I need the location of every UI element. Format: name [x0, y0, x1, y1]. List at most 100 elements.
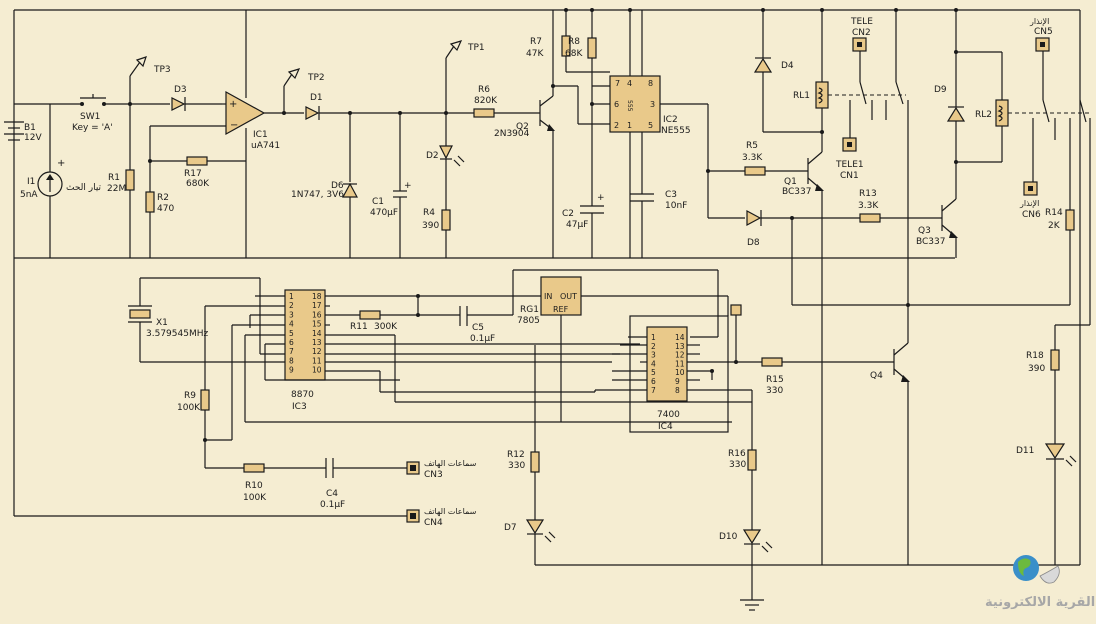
rg1-ref: RG1 [520, 305, 539, 315]
r11-value: 300K [374, 322, 398, 332]
r16-value: 330 [729, 460, 746, 470]
capacitor-c3: C3 10nF [630, 190, 687, 258]
capacitor-c2: + C2 47µF [562, 193, 605, 258]
cn5-ref: CN5 [1034, 27, 1053, 37]
rg1-value: 7805 [517, 316, 540, 326]
r17-value: 680K [186, 179, 210, 189]
q2-ref: Q2 [516, 122, 529, 132]
q1-value: BC337 [782, 187, 811, 197]
ic3-left-pin: 3 [289, 310, 294, 319]
resistor-r18: R18 390 [1026, 325, 1060, 444]
cn1-ref: CN1 [840, 171, 859, 181]
ic1-ref: IC1 [253, 130, 268, 140]
r16-ref: R16 [728, 449, 746, 459]
ic4-ref: IC4 [658, 422, 673, 432]
cn2-label: TELE [850, 17, 873, 27]
x1-ref: X1 [156, 318, 168, 328]
r12-ref: R12 [507, 450, 525, 460]
testpoint-tp1: TP1 [444, 40, 485, 115]
rg1-in-pin: IN [544, 292, 552, 301]
ic3-left-pin: 7 [289, 347, 294, 356]
r2-value: 470 [157, 204, 174, 214]
svg-text:+: + [597, 193, 605, 203]
ic3-right-pin: 17 [312, 301, 322, 310]
cn6-ref: CN6 [1022, 210, 1041, 220]
r15-value: 330 [766, 386, 783, 396]
resistor-r9: R9 100K [177, 325, 233, 468]
transistor-q2: Q2 2N3904 [494, 10, 555, 258]
q4-ref: Q4 [870, 371, 883, 381]
testpoint-tp2: TP2 [283, 68, 325, 113]
ic3-right-pin: 13 [312, 338, 322, 347]
r10-value: 100K [243, 493, 267, 503]
cn3-ref: CN3 [424, 470, 443, 480]
ic3-right-pin: 11 [312, 356, 322, 365]
connector-cn5: الإنذار CN5 [1029, 17, 1053, 60]
svg-text:+: + [229, 99, 237, 110]
ic3-left-pin: 8 [289, 356, 294, 365]
connector-cn4: سماعات الهاتف CN4 [406, 507, 477, 528]
resistor-r16: R16 330 [728, 402, 757, 530]
q3-ref: Q3 [918, 226, 931, 236]
diode-d9: D9 [934, 8, 1002, 164]
cn2-ref: CN2 [852, 28, 871, 38]
c1-ref: C1 [372, 197, 384, 207]
d1-ref: D1 [310, 93, 323, 103]
r1-ref: R1 [108, 173, 120, 183]
ic2-pin3: 3 [650, 100, 655, 109]
c5-ref: C5 [472, 323, 484, 333]
ic1-value: uA741 [251, 141, 280, 151]
tp3-ref: TP3 [153, 65, 171, 75]
resistor-r17: R17 680K [148, 156, 246, 189]
watermark-text: القرية الالكترونية [985, 595, 1095, 610]
resistor-r2: R2 470 [145, 126, 174, 258]
diode-d4: D4 [753, 8, 824, 134]
d4-ref: D4 [781, 61, 794, 71]
capacitor-c1: + C1 470µF [370, 111, 412, 258]
resistor-r14: R14 2K [791, 208, 1075, 307]
r1-value: 22M [107, 184, 126, 194]
r6-value: 820K [474, 96, 498, 106]
r18-value: 390 [1028, 364, 1045, 374]
resistor-r6: R6 820K [473, 85, 540, 118]
ic2-output-wiring [706, 104, 745, 219]
d2-ref: D2 [426, 151, 439, 161]
b1-value: 12V [24, 133, 42, 143]
cn4-label: سماعات الهاتف [424, 507, 477, 516]
timer-ic2: 7 4 8 6 3 2 1 5 555 IC2 NE555 [551, 8, 708, 258]
ic4-right-pin: 12 [675, 351, 685, 360]
battery-b1: B1 12V [4, 121, 42, 143]
tp2-ref: TP2 [307, 73, 325, 83]
capacitor-c5: C5 0.1µF [459, 269, 719, 344]
cn5-label: الإنذار [1029, 17, 1049, 27]
testpoint-tp3: TP3 [129, 56, 171, 104]
resistor-r10: R10 100K [205, 463, 326, 503]
ic2-pin2: 2 [614, 121, 619, 130]
ic4-right-pin: 13 [675, 342, 685, 351]
d10-ref: D10 [719, 532, 738, 542]
r6-ref: R6 [478, 85, 490, 95]
r7-value: 47K [526, 49, 544, 59]
ic4-value: 7400 [657, 410, 680, 420]
r13-value: 3.3K [858, 201, 879, 211]
q3-value: BC337 [916, 237, 945, 247]
d11-ref: D11 [1016, 446, 1034, 456]
svg-text:−: − [230, 120, 238, 131]
c2-ref: C2 [562, 209, 574, 219]
r4-ref: R4 [423, 208, 435, 218]
ic3-right-pin: 10 [312, 366, 322, 375]
transistor-q4: Q4 [870, 305, 910, 565]
c4-value: 0.1µF [320, 500, 345, 510]
r9-value: 100K [177, 403, 201, 413]
diode-d3: D3 [171, 85, 222, 111]
b1-ref: B1 [24, 123, 36, 133]
c5-value: 0.1µF [470, 334, 495, 344]
cn6-label: الإنذار [1019, 199, 1039, 209]
c1-value: 470µF [370, 208, 398, 218]
ic4-right-pin: 8 [675, 386, 680, 395]
